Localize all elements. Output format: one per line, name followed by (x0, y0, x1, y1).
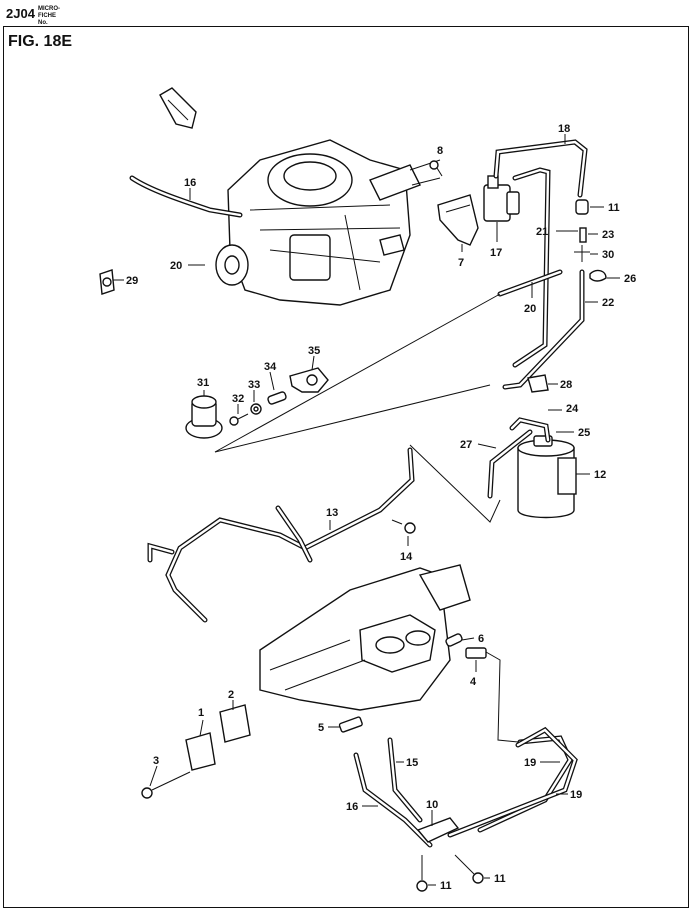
callout-20-right: 20 (524, 303, 536, 315)
callout-29: 16 (184, 177, 196, 189)
joint-30 (574, 245, 590, 262)
callout-25: 27 (460, 439, 472, 451)
pipe-10 (416, 817, 460, 843)
callout-20-left: 20 (170, 260, 182, 272)
screw-32 (229, 413, 249, 426)
callout-leader-25 (477, 443, 497, 449)
callout-15: 16 (346, 801, 358, 813)
gasket-1 (185, 732, 216, 771)
bolt-3 (141, 771, 191, 799)
canister-12 (517, 435, 577, 519)
front-arrow-icon (159, 87, 197, 129)
callout-7: 7 (458, 257, 464, 269)
callout-12: 12 (594, 469, 606, 481)
screw-8 (429, 160, 443, 177)
figure-frame (3, 26, 689, 908)
callout-3: 3 (153, 755, 159, 767)
hose-29 (129, 175, 243, 218)
spacer-34 (267, 391, 287, 405)
page-code: 2J04 (6, 6, 35, 21)
clip-28 (99, 269, 115, 295)
stud-5 (338, 716, 363, 733)
hose-20 (497, 269, 563, 297)
clip-27 (527, 374, 549, 393)
leader-line-hose-20 (214, 293, 501, 453)
bolt-14 (391, 519, 416, 534)
bracket-35 (289, 367, 329, 393)
callout-6: 6 (478, 633, 484, 645)
actuator-31 (185, 395, 223, 439)
callout-24: 25 (578, 427, 590, 439)
filter-9 (575, 199, 589, 215)
callout-22: 23 (602, 229, 614, 241)
callout-35: 35 (308, 345, 320, 357)
microfiche-line-1: MICRO- (38, 6, 60, 12)
callout-11-right: 11 (494, 873, 506, 885)
callout-21-lower: 22 (602, 297, 614, 309)
hose-21 (502, 269, 585, 390)
callout-32: 32 (232, 393, 244, 405)
callout-30: 30 (602, 249, 614, 261)
hose-25 (487, 429, 533, 499)
callout-5: 5 (318, 722, 324, 734)
callout-4: 4 (470, 676, 477, 688)
callout-17: 17 (490, 247, 502, 259)
microfiche-line-2: FICHE No. (38, 13, 56, 26)
carburetor (215, 139, 441, 306)
callout-18: 18 (558, 123, 570, 135)
callout-leader-34 (269, 371, 275, 391)
intake-manifold (259, 564, 471, 711)
callout-19-b: 19 (570, 789, 582, 801)
callouts: 16 20 29 8 7 17 18 11 21 23 30 26 20 (113, 123, 636, 892)
hose-22 (579, 227, 587, 243)
callout-leader-3 (149, 765, 158, 787)
callout-28: 29 (126, 275, 138, 287)
clip-26 (589, 269, 607, 282)
callout-2: 2 (228, 689, 234, 701)
callout-27: 28 (560, 379, 572, 391)
leader-line-hose-21 (214, 384, 491, 453)
washer-33 (250, 403, 262, 415)
callout-19-a: 19 (524, 757, 536, 769)
callout-11-lower: 11 (440, 880, 452, 892)
callout-21-upper: 21 (536, 226, 548, 238)
leader-line-fitting-4 (485, 651, 519, 743)
callout-33: 33 (248, 379, 260, 391)
callout-14: 14 (400, 551, 413, 563)
callout-leader-35 (311, 355, 315, 371)
hose-16 (387, 737, 423, 823)
fitting-4 (465, 647, 487, 659)
hose-15 (353, 752, 433, 848)
callout-1: 1 (198, 707, 204, 719)
callout-16: 15 (406, 757, 418, 769)
callout-leader-6 (461, 637, 475, 641)
microfiche-label: MICRO- FICHE No. (38, 6, 60, 27)
pipe-13 (147, 447, 415, 623)
bolt-11-right (454, 854, 484, 884)
callout-10: 10 (426, 799, 438, 811)
flange-2 (219, 704, 251, 743)
plug-6 (445, 633, 463, 647)
leader-line-canister (409, 444, 501, 523)
callout-34: 34 (264, 361, 277, 373)
hose-23 (509, 417, 551, 443)
hose-19 (447, 726, 578, 838)
hose-18 (493, 139, 588, 368)
callout-26: 26 (624, 273, 636, 285)
callout-23: 24 (566, 403, 579, 415)
callout-13: 13 (326, 507, 338, 519)
callout-8: 8 (437, 145, 443, 157)
callout-31: 31 (197, 377, 209, 389)
bolt-11-lower (416, 855, 428, 892)
callout-leader-1 (199, 719, 204, 737)
figure-title: FIG. 18E (8, 33, 73, 50)
callout-9: 11 (608, 202, 620, 214)
vsv-17 (483, 175, 520, 222)
bracket-7 (437, 194, 479, 246)
